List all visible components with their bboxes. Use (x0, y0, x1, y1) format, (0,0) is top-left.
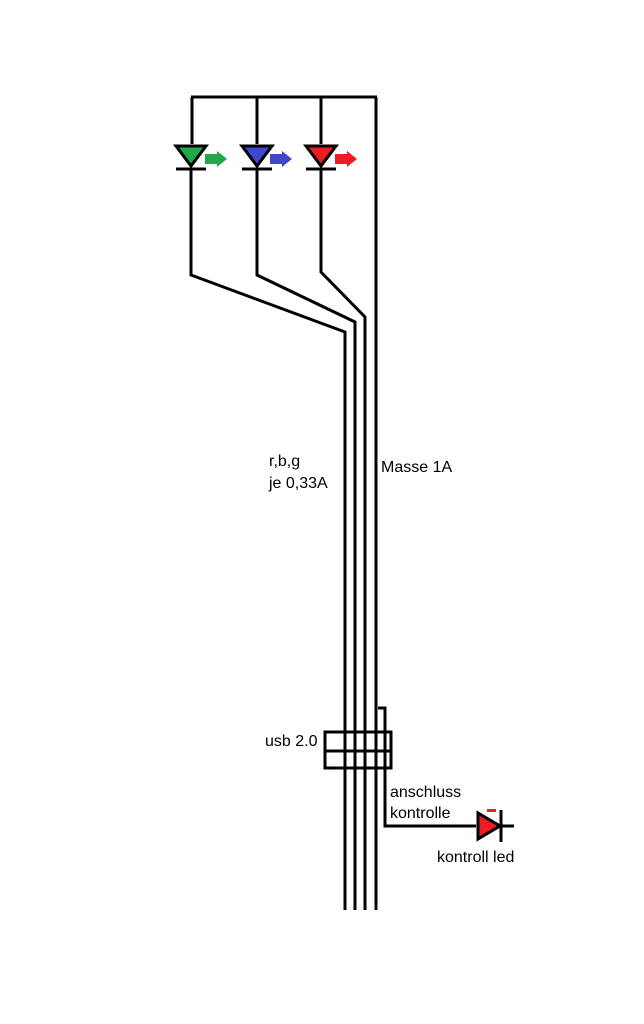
red-channel-wire (319, 169, 367, 910)
green-channel-wire (189, 169, 347, 910)
masse-label: Masse 1A (381, 459, 453, 476)
control-branch-wire (378, 706, 476, 828)
blue-channel-wire (255, 169, 357, 910)
kontroll-led-label: kontroll led (437, 849, 515, 866)
rbg-label: r,b,g (269, 453, 301, 470)
kontroll-led-icon (476, 809, 514, 842)
led-green-icon (173, 144, 227, 171)
anschluss-label: anschluss (390, 784, 462, 801)
kontrolle-label: kontrolle (390, 805, 451, 822)
led-blue-icon (239, 144, 292, 171)
led-red-icon (303, 144, 357, 171)
usb-label: usb 2.0 (265, 733, 318, 750)
current-label: je 0,33A (269, 475, 328, 492)
